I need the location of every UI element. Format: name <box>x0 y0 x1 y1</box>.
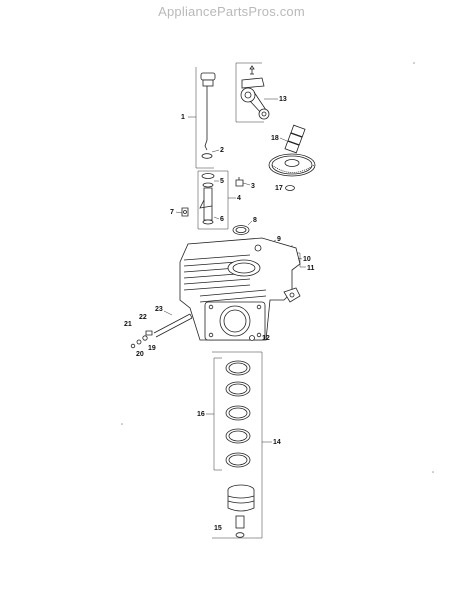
part-breather-tube <box>153 313 193 338</box>
part-dipstick <box>200 72 216 159</box>
part-piston <box>227 484 255 512</box>
part-small-hardware <box>130 330 153 349</box>
part-oil-seal <box>232 225 250 235</box>
callout-4: 4 <box>237 195 241 202</box>
callout-23: 23 <box>155 306 163 313</box>
callout-20: 20 <box>136 351 144 358</box>
callout-10: 10 <box>303 256 311 263</box>
callout-16: 16 <box>197 411 205 418</box>
callout-2: 2 <box>220 147 224 154</box>
callout-9: 9 <box>277 236 281 243</box>
part-camshaft <box>268 124 316 177</box>
watermark: AppliancePartsPros.com <box>158 4 305 19</box>
callout-21: 21 <box>124 321 132 328</box>
callout-14: 14 <box>273 439 281 446</box>
callout-7: 7 <box>170 209 174 216</box>
callout-11: 11 <box>307 265 315 272</box>
callout-8: 8 <box>253 217 257 224</box>
callout-15: 15 <box>214 525 222 532</box>
registration-marks <box>121 62 434 473</box>
part-piston-rings <box>225 360 251 468</box>
callout-19: 19 <box>148 345 156 352</box>
callout-17: 17 <box>275 185 283 192</box>
part-plug-12 <box>249 335 255 341</box>
part-dipstick-tube <box>199 173 215 225</box>
part-wrist-pin <box>235 515 245 538</box>
callout-12: 12 <box>262 335 270 342</box>
part-clip-7 <box>181 207 189 217</box>
part-screw-3 <box>235 177 244 187</box>
part-crankcase-block <box>179 237 301 341</box>
callout-13: 13 <box>279 96 287 103</box>
part-washer-17 <box>285 185 295 191</box>
callout-6: 6 <box>220 216 224 223</box>
callout-5: 5 <box>220 178 224 185</box>
callout-22: 22 <box>139 314 147 321</box>
callout-3: 3 <box>251 183 255 190</box>
callout-18: 18 <box>271 135 279 142</box>
bracket-lines <box>188 62 306 539</box>
part-connecting-rod <box>240 65 270 120</box>
callout-1: 1 <box>181 114 185 121</box>
callout-labels: 1 2 3 4 5 6 7 8 9 10 11 12 13 14 15 16 1… <box>124 96 315 532</box>
